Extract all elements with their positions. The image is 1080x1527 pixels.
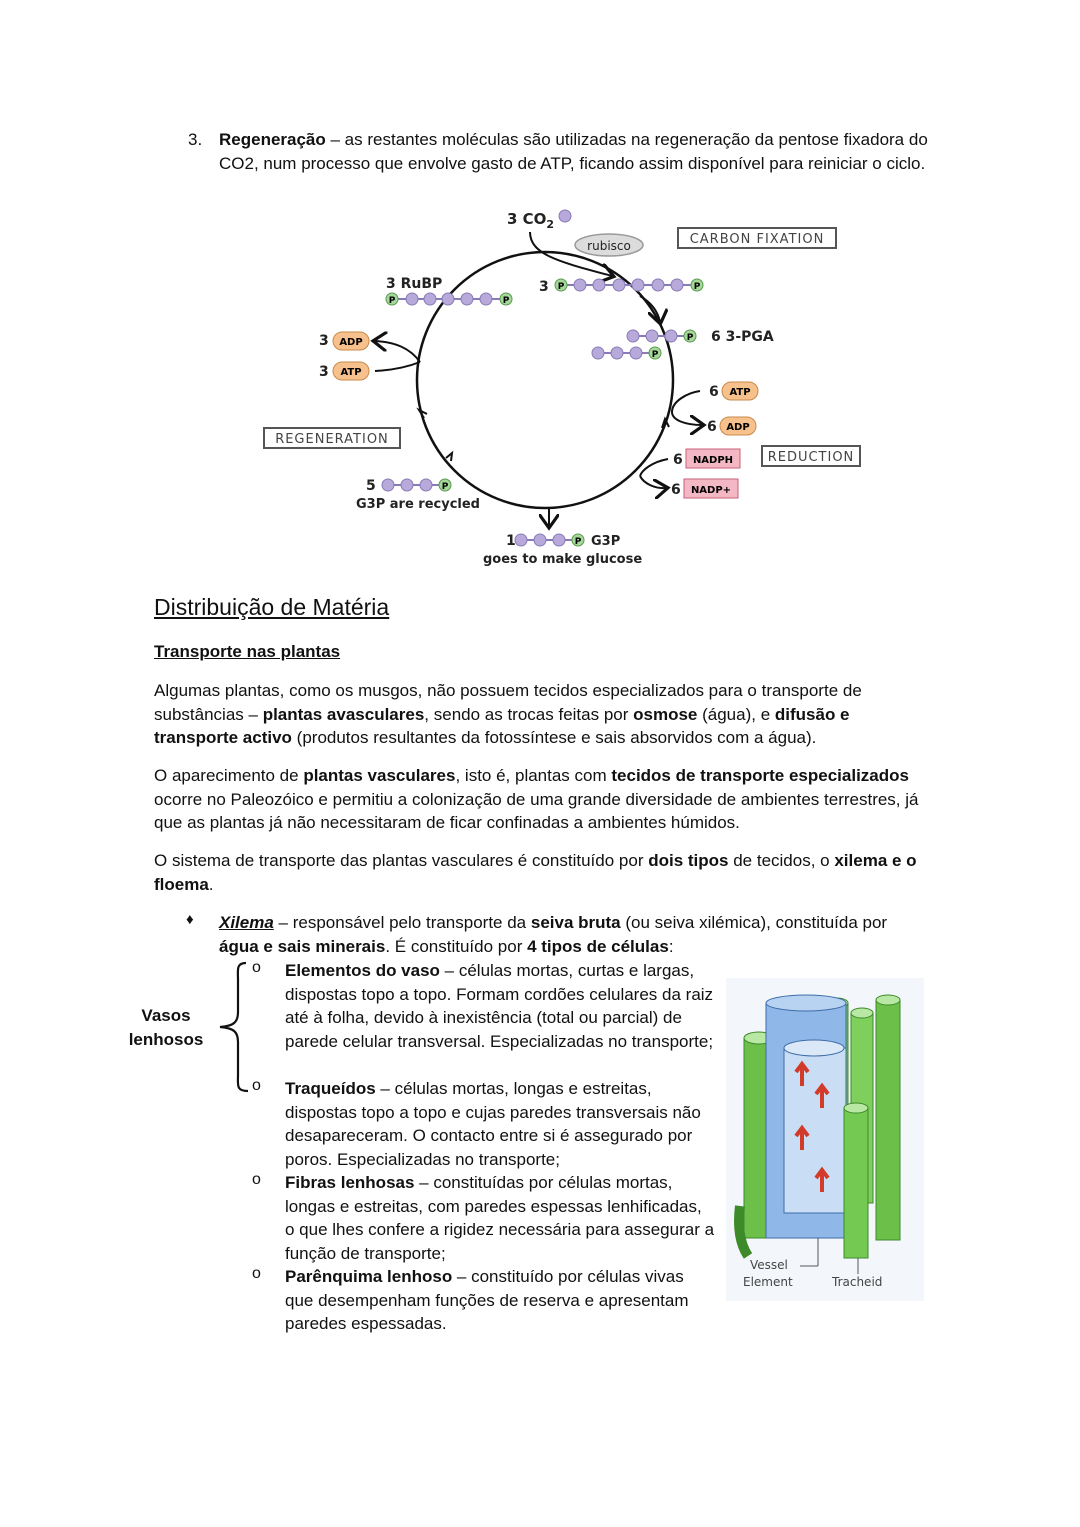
rubp-label: 3 RuBP — [386, 276, 442, 292]
nadph-count: 6 — [673, 452, 683, 468]
regeneration-label: REGENERATION — [275, 432, 389, 447]
sub-item-fibras-lenhosas: Fibras lenhosas – constituídas por célul… — [285, 1173, 715, 1263]
svg-text:P: P — [694, 282, 701, 292]
nadp-count: 6 — [671, 482, 681, 498]
atp6-badge — [721, 381, 759, 401]
svg-text:P: P — [389, 296, 396, 306]
nadph-label: NADPH — [693, 455, 733, 466]
co2-arrow — [529, 231, 612, 276]
nadp-arrow — [639, 475, 666, 488]
g3p-glucose-count: 1 — [506, 533, 516, 549]
vessel-element-label-line2: Element — [743, 1275, 793, 1289]
sub-item-elementos-vaso: Elementos do vaso – células mortas, curt… — [285, 961, 714, 1051]
atp-arrow — [374, 361, 421, 372]
section-subtitle: Transporte nas plantas — [154, 642, 341, 661]
svg-text:P: P — [687, 333, 694, 343]
adp6-label: ADP — [726, 422, 749, 433]
g3p-recycled-molecule: P — [381, 478, 452, 492]
diamond-bullet-icon: ♦ — [186, 911, 194, 928]
regeneration-term: Regeneração — [219, 130, 326, 149]
paragraph-sistema-transporte: O sistema de transporte das plantas vasc… — [154, 851, 917, 894]
adp6-arrow — [671, 411, 702, 425]
sub-bullet-marker: o — [252, 1265, 261, 1282]
atp6-label: ATP — [729, 387, 750, 398]
list-number: 3. — [188, 130, 203, 149]
svg-text:P: P — [503, 296, 510, 306]
sub-bullet-marker: o — [252, 959, 261, 976]
six-carbon-count: 3 — [539, 279, 549, 295]
cycle-ring — [415, 250, 675, 510]
regeneration-text: – as restantes moléculas são utilizadas … — [219, 130, 928, 173]
atp-label: ATP — [340, 367, 361, 378]
reduction-box — [761, 445, 861, 467]
g3p-recycled-count: 5 — [366, 478, 376, 494]
section-title: Distribuição de Matéria — [154, 594, 390, 620]
curly-brace-icon — [219, 961, 249, 1093]
adp6-badge — [719, 416, 757, 436]
co2-label: 3 CO2 — [507, 210, 554, 231]
sub-item-parenquima-lenhoso: Parênquima lenhoso – constituído por cél… — [285, 1267, 689, 1333]
g3p-recycled-label: G3P are recycled — [356, 497, 480, 512]
ring-arrow — [661, 416, 670, 429]
six-carbon-molecule: P P — [554, 278, 704, 292]
sub-item-traqueidos: Traqueídos – células mortas, longas e es… — [285, 1079, 701, 1169]
xylem-illustration: Vessel Element Tracheid — [726, 978, 924, 1301]
carbon-fixation-box — [677, 227, 837, 249]
adp-badge — [332, 331, 370, 351]
adp-count: 3 — [319, 333, 329, 349]
svg-text:P: P — [575, 537, 582, 547]
svg-text:P: P — [558, 282, 565, 292]
rubisco-label: rubisco — [587, 239, 631, 253]
pga-arrow — [639, 295, 660, 322]
nadp-badge — [683, 478, 739, 499]
vessel-element-label-line1: Vessel — [750, 1258, 788, 1272]
svg-text:P: P — [652, 350, 659, 360]
glucose-label: goes to make glucose — [483, 552, 642, 567]
regeneration-paragraph: Regeneração – as restantes moléculas são… — [219, 128, 939, 175]
sub-bullet-marker: o — [252, 1171, 261, 1188]
rubp-molecule: P P — [385, 292, 513, 306]
nadph-arrow — [639, 458, 669, 477]
vasos-lenhosos-label: Vasos lenhosos — [128, 1006, 204, 1049]
pga-molecules: P P — [591, 329, 697, 360]
carbon-fixation-label: CARBON FIXATION — [690, 232, 825, 247]
pga-label: 6 3-PGA — [711, 329, 774, 345]
atp6-count: 6 — [709, 384, 719, 400]
svg-text:P: P — [442, 482, 449, 492]
xilema-paragraph: Xilema – responsável pelo transporte da … — [219, 913, 888, 956]
adp-arrow — [375, 341, 421, 363]
adp6-count: 6 — [707, 419, 717, 435]
adp-label: ADP — [339, 337, 362, 348]
nadp-label: NADP+ — [691, 485, 731, 496]
regeneration-box — [263, 427, 401, 449]
carbon-dot — [558, 209, 572, 223]
atp-count: 3 — [319, 364, 329, 380]
atp-badge — [332, 361, 370, 381]
nadph-badge — [685, 448, 741, 469]
g3p-glucose-molecule: P — [514, 533, 585, 547]
tracheid-label: Tracheid — [831, 1275, 882, 1289]
paragraph-avasculares: Algumas plantas, como os musgos, não pos… — [154, 681, 862, 747]
rubisco-badge — [574, 233, 644, 257]
paragraph-vasculares: O aparecimento de plantas vasculares, is… — [154, 766, 919, 832]
g3p-label: G3P — [591, 534, 620, 549]
atp6-arrow — [671, 390, 701, 413]
ring-arrow — [416, 407, 428, 419]
ring-arrow — [445, 450, 454, 462]
reduction-label: REDUCTION — [768, 450, 855, 465]
xilema-term: Xilema — [219, 913, 274, 932]
sub-bullet-marker: o — [252, 1077, 261, 1094]
calvin-cycle-diagram: 3 CO2 rubisco CARBON FIXATION 3 RuBP P P… — [263, 209, 861, 567]
